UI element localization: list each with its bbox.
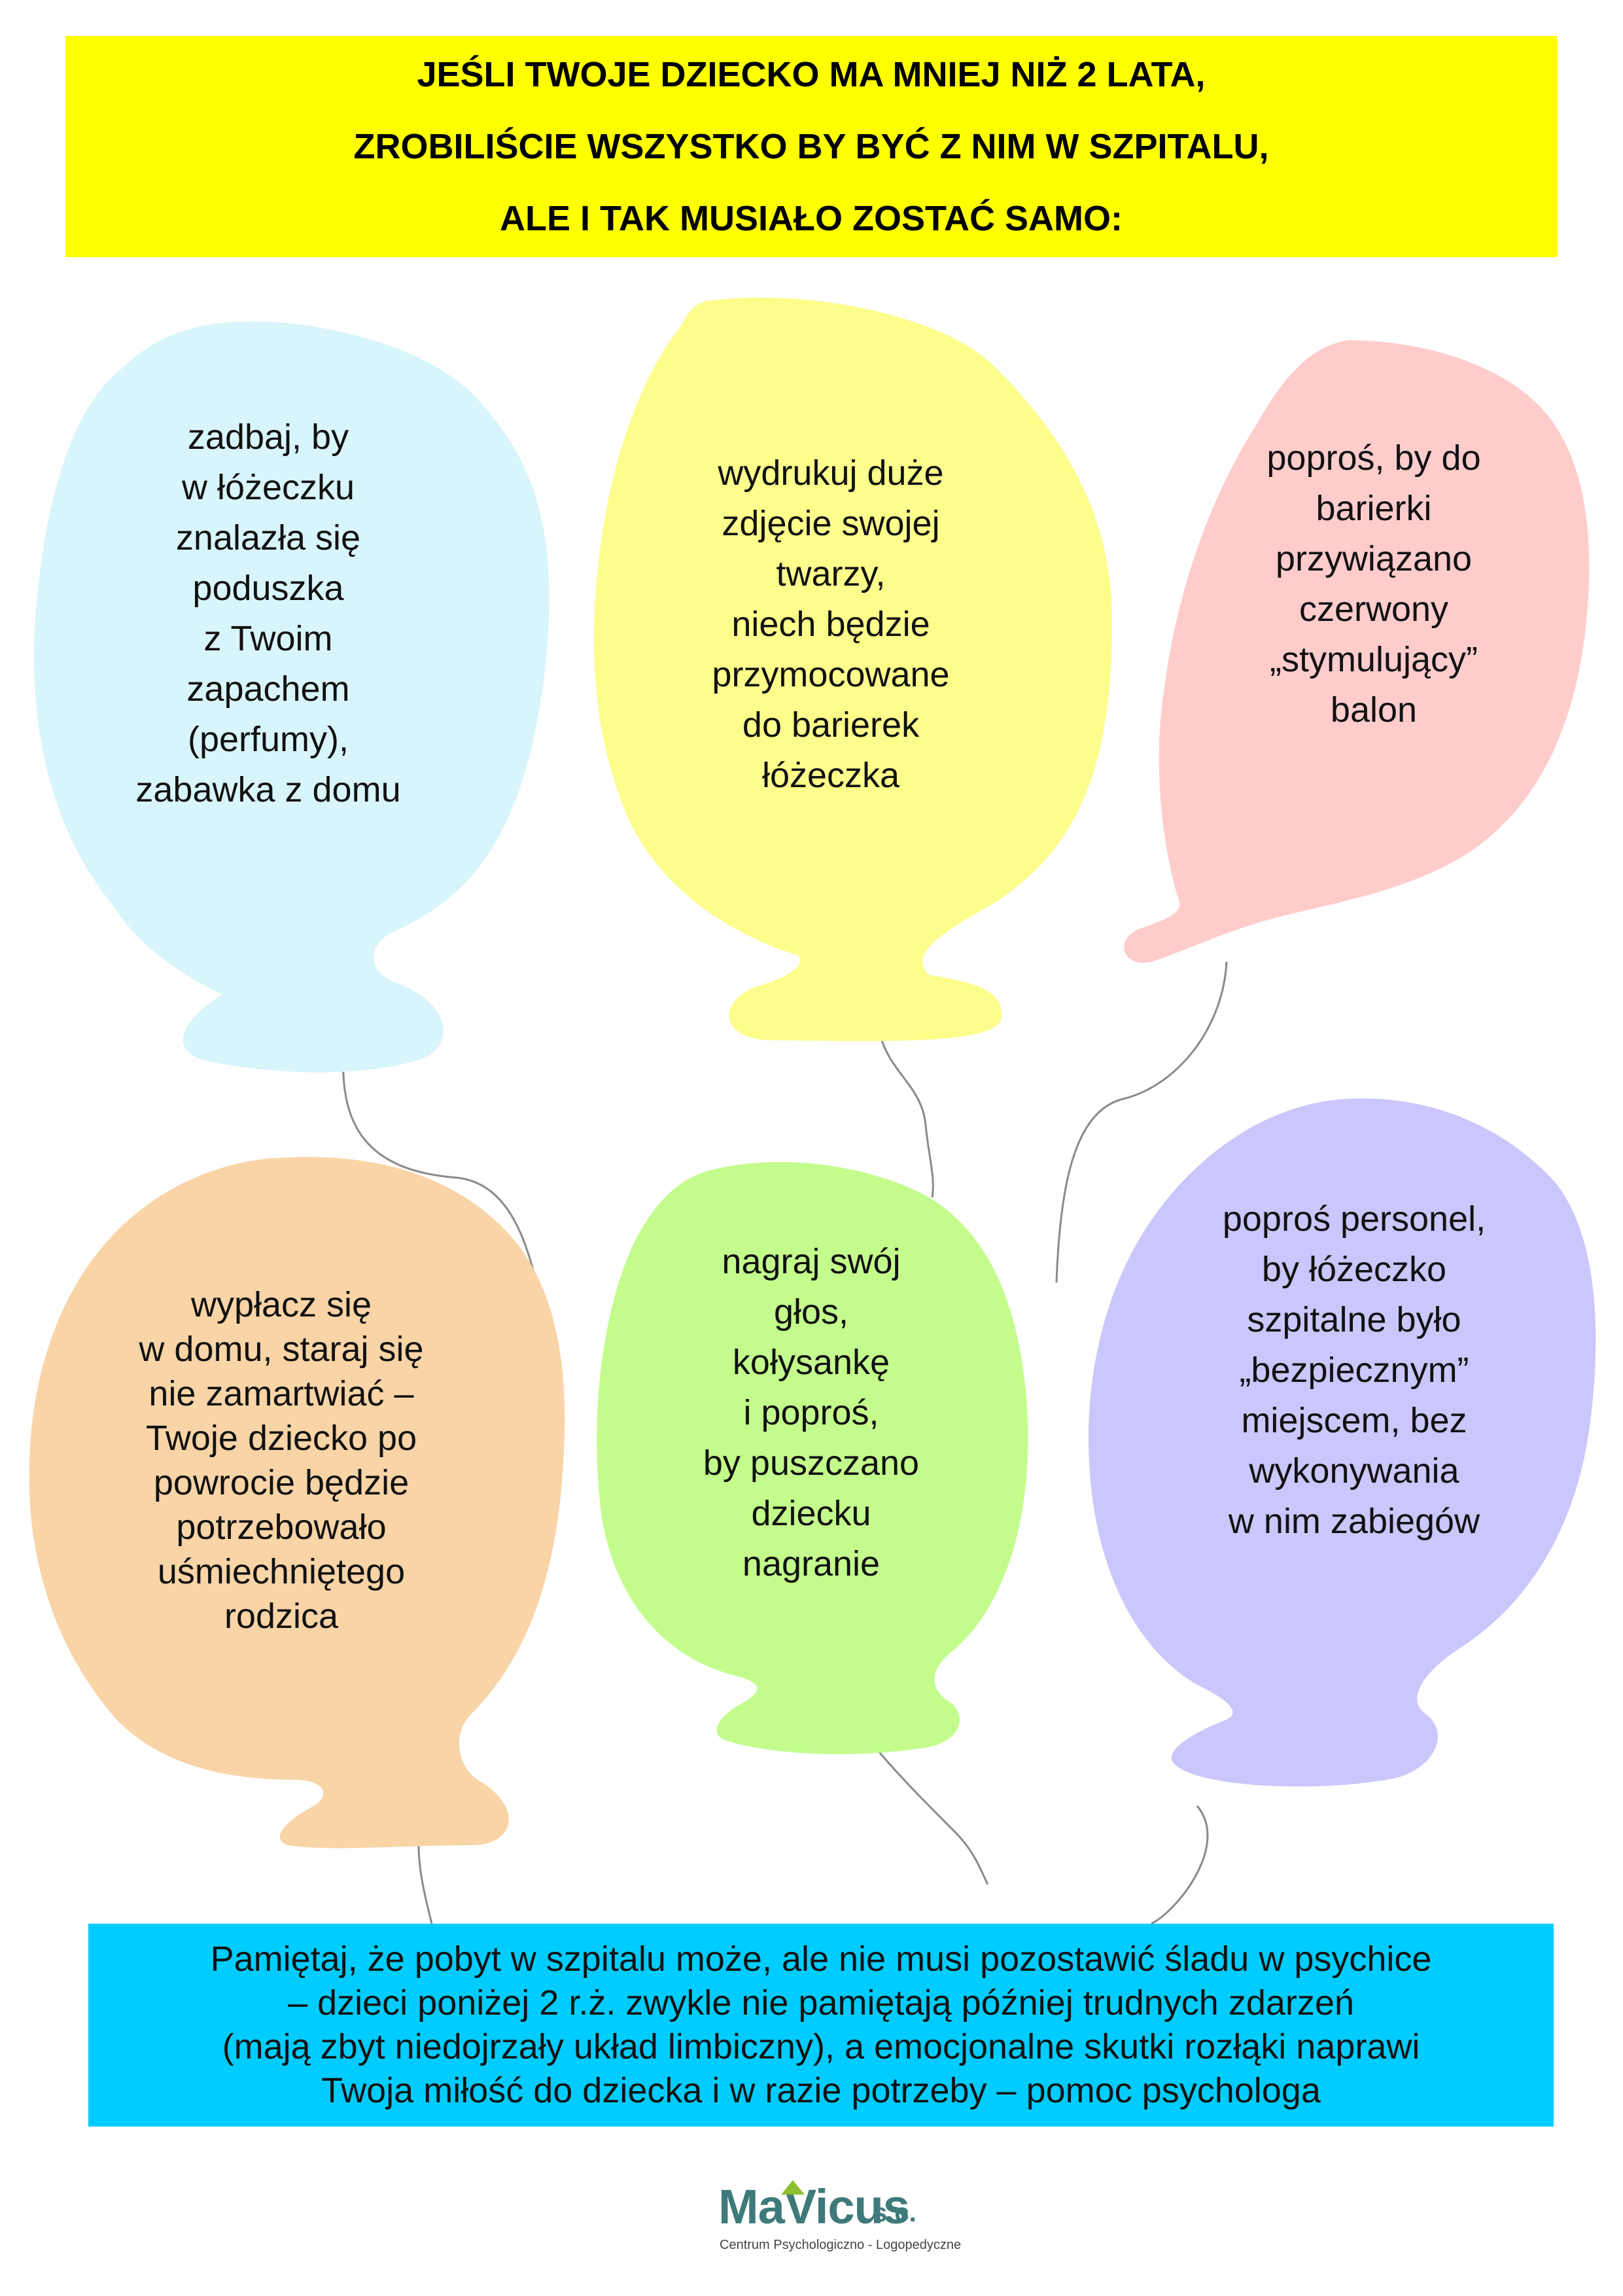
balloon-4: [29, 1157, 565, 1848]
balloon-2: [594, 297, 1112, 1042]
balloon-2-line: twarzy,: [776, 554, 886, 593]
balloon-5: [597, 1161, 1028, 1754]
balloon-4-line: nie zamartwiać –: [148, 1374, 414, 1413]
header-line-2: ZROBILIŚCIE WSZYSTKO BY BYĆ Z NIM W SZPI…: [353, 127, 1269, 166]
balloon-1-line: zadbaj, by: [187, 417, 349, 457]
balloon-2-line: łóżeczka: [761, 756, 900, 795]
balloon-4-line: potrzebowało: [176, 1508, 387, 1547]
mavicus-logo: MaVicus s.c. Centrum Psychologiczno - Lo…: [718, 2179, 961, 2252]
balloon-3-line: poproś, by do: [1266, 438, 1481, 478]
balloon-string-2: [879, 1033, 934, 1198]
logo-name-end: icus: [814, 2180, 910, 2234]
balloon-4-line: uśmiechniętego: [157, 1552, 406, 1591]
balloon-6-line: w nim zabiegów: [1228, 1502, 1480, 1541]
balloon-4-line: rodzica: [224, 1597, 339, 1636]
balloon-6-line: wykonywania: [1249, 1451, 1459, 1491]
balloon-4-line: wypłacz się: [190, 1285, 372, 1324]
balloon-4-text: wypłacz się w domu, staraj się nie zamar…: [85, 1282, 478, 1638]
balloon-1-text: zadbaj, by w łóżeczku znalazła się podus…: [98, 412, 438, 815]
balloon-1-line: zapachem: [186, 669, 350, 709]
logo-suffix: s.c.: [873, 2199, 916, 2227]
balloon-4-line: powrocie będzie: [153, 1463, 410, 1502]
balloon-5-line: nagraj swój: [722, 1242, 901, 1281]
logo-name-start: Ma: [718, 2180, 785, 2234]
footer-line-3: (mają zbyt niedojrzały układ limbiczny),…: [222, 2027, 1420, 2066]
balloon-3-text: poproś, by do barierki przywiązano czerw…: [1197, 433, 1550, 735]
balloon-3-line: czerwony: [1299, 590, 1449, 629]
footer-line-2: – dzieci poniżej 2 r.ż. zwykle nie pamię…: [288, 1983, 1354, 2022]
balloon-1-line: poduszka: [192, 569, 344, 608]
logo-leaf-icon: [781, 2180, 805, 2195]
balloon-3-line: „stymulujący”: [1269, 640, 1478, 679]
balloon-1-line: w łóżeczku: [181, 468, 355, 507]
balloon-string-4: [417, 1845, 433, 1924]
header-line-1: JEŚLI TWOJE DZIECKO MA MNIEJ NIŻ 2 LATA,: [417, 55, 1206, 94]
balloon-6-line: poproś personel,: [1222, 1199, 1486, 1239]
balloon-5-text: nagraj swój głos, kołysankę i poproś, by…: [654, 1237, 968, 1589]
footer-line-4: Twoja miłość do dziecka i w razie potrze…: [321, 2071, 1321, 2110]
balloon-6-line: by łóżeczko: [1261, 1250, 1447, 1289]
balloon-string-3: [1055, 961, 1228, 1283]
balloon-1: [33, 321, 550, 1072]
logo-wordmark: MaVicus: [718, 2179, 910, 2234]
balloon-2-line: niech będzie: [731, 605, 930, 644]
balloon-6-text: poproś personel, by łóżeczko szpitalne b…: [1171, 1194, 1537, 1547]
balloon-2-line: do barierek: [742, 705, 920, 745]
balloon-5-line: nagranie: [742, 1544, 881, 1583]
footer-line-1: Pamiętaj, że pobyt w szpitalu może, ale …: [210, 1939, 1432, 1979]
balloon-2-line: zdjęcie swojej: [722, 504, 940, 543]
balloon-1-line: z Twoim: [203, 619, 333, 658]
balloon-6: [1088, 1098, 1596, 1787]
balloon-2-text: wydrukuj duże zdjęcie swojej twarzy, nie…: [661, 448, 1001, 801]
balloon-2-line: wydrukuj duże: [718, 453, 944, 493]
balloon-4-line: Twoje dziecko po: [145, 1419, 417, 1458]
balloon-3-line: balon: [1330, 690, 1418, 730]
header-banner: JEŚLI TWOJE DZIECKO MA MNIEJ NIŻ 2 LATA,…: [65, 36, 1557, 257]
balloon-5-line: dziecku: [751, 1494, 871, 1533]
balloon-string-5: [869, 1740, 989, 1885]
balloon-2-line: przymocowane: [712, 655, 950, 694]
balloon-1-line: zabawka z domu: [135, 770, 401, 809]
balloon-6-line: miejscem, bez: [1241, 1401, 1467, 1440]
balloon-6-line: „bezpiecznym”: [1239, 1351, 1469, 1390]
balloon-4-line: w domu, staraj się: [139, 1330, 424, 1369]
footer-note: Pamiętaj, że pobyt w szpitalu może, ale …: [88, 1924, 1554, 2127]
balloon-1-line: (perfumy),: [187, 720, 349, 759]
balloon-3-line: barierki: [1316, 489, 1432, 528]
balloon-6-line: szpitalne było: [1247, 1300, 1461, 1339]
balloon-1-line: znalazła się: [175, 518, 361, 557]
balloon-5-line: i poproś,: [743, 1393, 879, 1432]
balloon-3-line: przywiązano: [1275, 539, 1473, 578]
balloon-5-line: kołysankę: [732, 1343, 890, 1382]
balloon-string-1: [342, 1053, 544, 1316]
balloon-5-line: głos,: [773, 1292, 849, 1332]
balloon-string-6: [1151, 1805, 1209, 1925]
balloon-3: [1124, 340, 1590, 963]
balloon-5-line: by puszczano: [703, 1443, 920, 1483]
logo-subtitle: Centrum Psychologiczno - Logopedyczne: [720, 2238, 962, 2252]
header-line-3: ALE I TAK MUSIAŁO ZOSTAĆ SAMO:: [500, 199, 1123, 238]
